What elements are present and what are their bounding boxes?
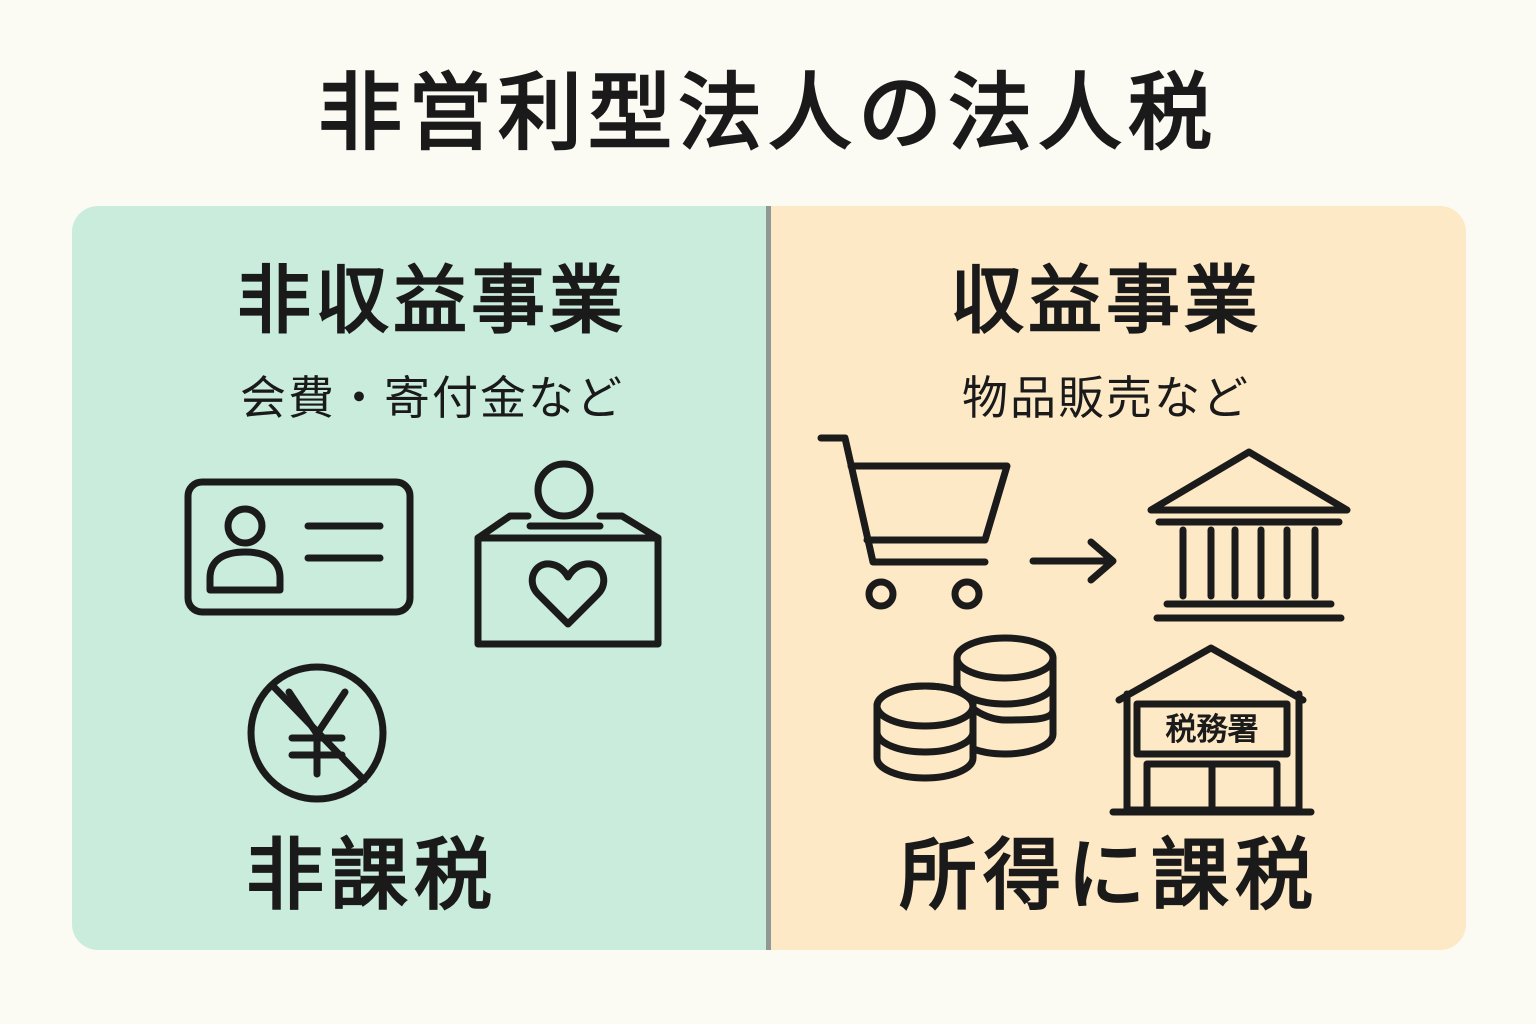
- membership-card-icon: [184, 478, 414, 618]
- non-profit-business-heading: 非収益事業: [237, 258, 627, 344]
- profit-business-heading: 収益事業: [950, 258, 1262, 344]
- non-taxable-label: 非課税: [246, 831, 499, 921]
- non-profit-business-panel: 非収益事業 会費・寄付金など: [72, 206, 766, 950]
- shopping-cart-icon: [815, 432, 1015, 622]
- bank-building-icon: [1145, 446, 1355, 636]
- donation-box-icon: [472, 456, 672, 656]
- tax-office-label: 税務署: [1166, 712, 1259, 748]
- page-title: 非営利型法人の法人税: [317, 64, 1218, 162]
- profit-business-panel: 収益事業 物品販売など: [771, 206, 1466, 950]
- arrow-right-icon: [1029, 536, 1119, 586]
- no-yen-icon: [242, 658, 392, 808]
- tax-office-icon: 税務署: [1109, 642, 1315, 822]
- profit-business-subtitle: 物品販売など: [962, 371, 1250, 425]
- coins-icon: [871, 630, 1061, 790]
- taxed-on-income-label: 所得に課税: [899, 831, 1320, 921]
- comparison-panels: 非収益事業 会費・寄付金など: [72, 206, 1466, 950]
- non-profit-business-subtitle: 会費・寄付金など: [240, 371, 624, 425]
- panel-divider: [766, 206, 771, 950]
